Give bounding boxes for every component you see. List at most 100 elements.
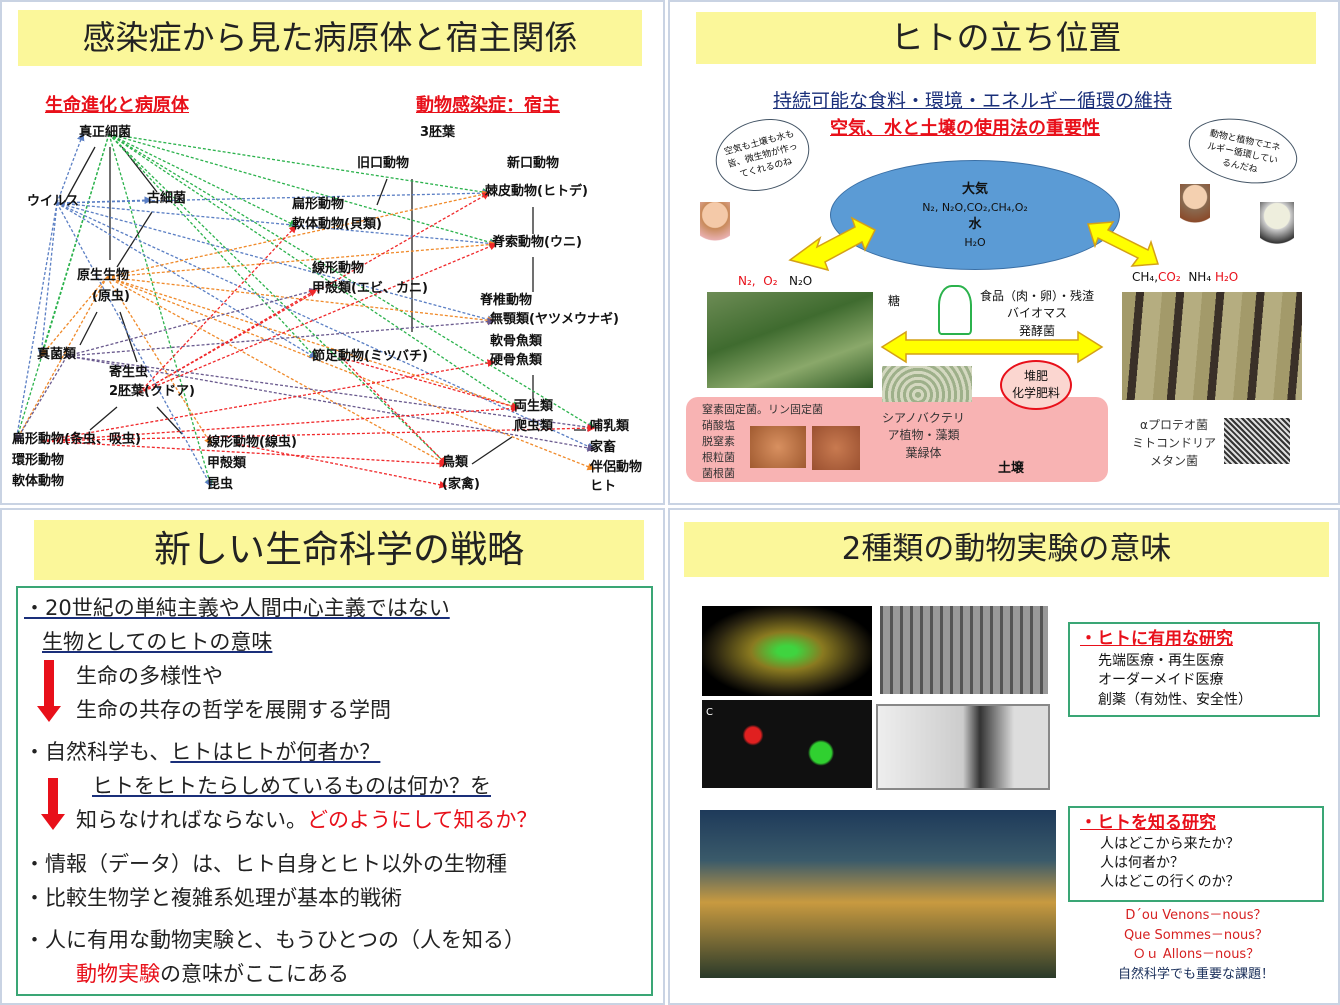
right-gases: CH₄,CO₂ NH₄ H₂O: [1132, 270, 1238, 284]
down-arrow-head: [37, 706, 61, 722]
soil-item: 窒素固定菌。リン固定菌: [702, 403, 823, 416]
soil-item: 硝酸塩: [702, 418, 735, 432]
cattle-photo: [1122, 292, 1302, 400]
cyanobacteria-photo: [882, 366, 972, 402]
fertilizer-circle: 堆肥 化学肥料: [1000, 360, 1072, 410]
gas-co2: CO₂: [1158, 270, 1181, 284]
arrow-shinkin-to-kachiku: [66, 355, 596, 452]
cage-photo: [880, 606, 1048, 694]
professor-character-icon: [1260, 202, 1294, 258]
node-sanhaiyo: 3胚葉: [420, 125, 456, 140]
node-hachu: 爬虫類: [514, 419, 554, 434]
line-7a: 知らなければならない。: [76, 808, 307, 832]
alpha-labels: αプロテオ菌 ミトコンドリア メタン菌: [1132, 416, 1216, 470]
arrow-shinsei-to-honyu: [108, 133, 596, 429]
arrow-virus-to-kosaikin: [56, 196, 153, 205]
node-hito: ヒト: [590, 479, 617, 494]
girl-character-icon: [700, 202, 730, 254]
forest-photo: [707, 292, 873, 388]
arrow-henkei2-to-honyu: [41, 424, 596, 442]
arrow-gensei-to-henkei2: [15, 276, 108, 443]
node-nantai1: 軟体動物(貝類): [292, 217, 382, 232]
alpha-label: メタン菌: [1150, 454, 1199, 468]
line-4: 生命の共存の哲学を展開する学問: [76, 698, 391, 722]
closing-text: 自然科学でも重要な課題！: [1117, 966, 1274, 982]
arrow-shinsei-to-sessoku: [108, 133, 317, 359]
h2o-label: H₂O: [964, 235, 986, 249]
useful-item: オーダーメイド医療: [1098, 672, 1224, 689]
woman-character-icon: [1180, 184, 1210, 236]
soil-label: 土壌: [998, 461, 1025, 476]
line-7: 知らなければならない。どのようにして知るか？: [76, 804, 537, 834]
node-shinsei: 真正細菌: [79, 125, 132, 140]
node-gensei: 原生生物: [77, 268, 130, 283]
node-virus: ウイルス: [27, 194, 80, 209]
line-5: ・自然科学も、ヒトはヒトが何者か？: [24, 736, 380, 766]
arrow-henkei2-to-chorui: [41, 440, 448, 468]
node-honyu: 哺乳類: [590, 419, 630, 434]
down-arrow-head: [41, 814, 65, 830]
arrow-gensei-to-sekisaku: [106, 240, 498, 278]
panel-human-position: ヒトの立ち位置 持続可能な食料・環境・エネルギー循環の維持 空気、水と土壌の使用…: [668, 0, 1340, 505]
useful-research-box: ・ヒトに有用な研究 先端医療・再生医療 オーダーメイド医療 創薬（有効性、安全性…: [1068, 622, 1320, 717]
sugar-label: 糖: [888, 294, 901, 308]
line-8: ・情報（データ）は、ヒト自身とヒト以外の生物種: [24, 852, 507, 876]
arrow-virus-to-sessoku: [56, 202, 318, 359]
arrow-shinsei-to-shinkin: [39, 133, 110, 358]
node-konchu: 昆虫: [207, 477, 234, 492]
node-senkei1: 線形動物: [312, 261, 365, 276]
arrow-virus-to-kyokuhi: [56, 189, 491, 204]
line-9: ・比較生物学と複雑系処理が基本的戦術: [24, 886, 402, 910]
microscope-photo: [1224, 418, 1290, 464]
useful-item: 先端医療・再生医療: [1098, 652, 1224, 669]
node-kokotsu: 硬骨魚類: [490, 353, 543, 368]
arrow-virus-to-konchu: [56, 202, 212, 488]
brain-slice-photo: [702, 606, 872, 696]
arrow-nihaiyo-to-kokaku1: [138, 289, 318, 394]
node-ryosei: 両生類: [514, 399, 554, 414]
exchange-arrows: [788, 216, 1160, 364]
arrow-shinsei-to-nantai1: [108, 133, 298, 227]
right-heading: 動物感染症：宿主: [416, 95, 560, 116]
french-quote: D´ou Venons－nous？ Que Sommes－nous？ Ｏｕ Al…: [1068, 906, 1324, 984]
subtitle: 持続可能な食料・環境・エネルギー循環の維持: [773, 90, 1173, 112]
node-kyokuhi: 棘皮動物(ヒトデ): [485, 184, 588, 199]
microbe-photo-2: [812, 426, 860, 470]
soil-microbes: 窒素固定菌。リン固定菌 硝酸塩 脱窒素 根粒菌 菌根菌: [702, 402, 823, 482]
gas-nh4: NH₄: [1188, 270, 1212, 284]
arrow-sessoku-to-ryosei: [341, 357, 520, 410]
down-arrow-icon: [44, 660, 54, 708]
line-11a: 動物実験: [76, 962, 160, 986]
node-senkei2: 線形動物(線虫): [207, 435, 297, 450]
arrow-gensei-to-kyokuhi: [106, 190, 491, 278]
arrow-gensei-to-shinkin: [40, 276, 108, 357]
line-11: 動物実験の意味がここにある: [76, 958, 349, 988]
gas-n2o: N₂O: [788, 274, 813, 288]
chemical-fertilizer-label: 化学肥料: [1011, 385, 1060, 400]
atmosphere-label: 大気: [961, 182, 988, 197]
node-genchu: (原虫): [92, 289, 130, 304]
alpha-label: ミトコンドリア: [1132, 436, 1217, 450]
node-kokaku1: 甲殻類(エビ、カニ): [312, 281, 428, 296]
gas-h2o: H₂O: [1214, 270, 1239, 284]
french-line: Que Sommes－nous？: [1123, 927, 1269, 943]
relation-arrows: [13, 132, 596, 489]
double-arrow-horizontal: [880, 330, 1104, 364]
panel-animal-experiments: 2種類の動物実験の意味 C ・ヒトに有用な研究 先端医療・再生医療 オーダーメイ…: [668, 508, 1340, 1005]
gauguin-painting: [700, 810, 1056, 978]
line-5a: ・自然科学も、: [24, 740, 171, 764]
arrow-shinsei-to-ryosei: [108, 133, 520, 409]
node-shinkin: 真菌類: [37, 347, 77, 362]
arrow-shinsei-to-konchu: [108, 133, 213, 488]
node-chorui: 鳥類: [442, 455, 469, 470]
line-5b: ヒトはヒトが何者か？: [170, 740, 381, 764]
neuron-photo: C: [702, 700, 872, 788]
line-10: ・人に有用な動物実験と、もうひとつの（人を知る）: [24, 928, 526, 952]
water-label: 水: [968, 216, 982, 232]
alpha-label: αプロテオ菌: [1140, 418, 1208, 432]
useful-heading: ・ヒトに有用な研究: [1080, 629, 1233, 649]
useful-item: 創薬（有効性、安全性）: [1098, 691, 1252, 708]
fermentation-label: 発酵菌: [1019, 323, 1056, 338]
cyano-label: ア植物・藻類: [887, 428, 960, 443]
